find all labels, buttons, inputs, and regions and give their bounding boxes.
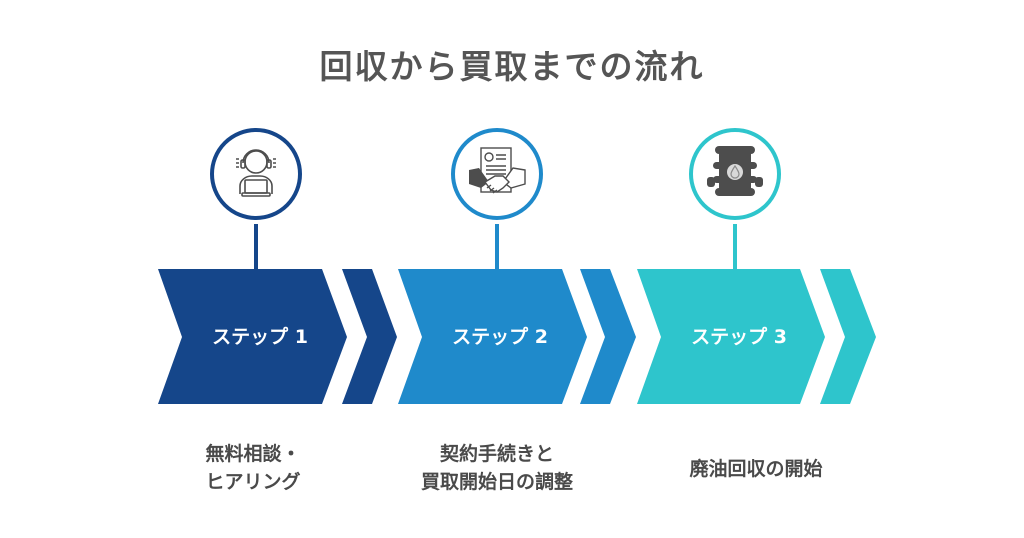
step1-label: ステップ 1 — [212, 326, 308, 348]
step2-desc-line: 契約手続きと — [439, 443, 554, 465]
step3-desc-line: 廃油回収の開始 — [689, 458, 823, 480]
step2-small-chevron — [580, 269, 636, 404]
step2-chevron — [398, 269, 587, 404]
step1-desc-line: ヒアリング — [205, 471, 301, 493]
handshake-contract-icon — [469, 147, 526, 194]
step3-icon-circle — [689, 128, 781, 220]
step1-desc-line: 無料相談・ — [205, 443, 301, 465]
step2-icon-circle — [451, 128, 543, 220]
step2-description: 契約手続きと 買取開始日の調整 — [377, 440, 617, 496]
step1-description: 無料相談・ ヒアリング — [133, 440, 373, 496]
headset-operator-icon — [236, 149, 276, 197]
step3-small-chevron — [820, 269, 876, 404]
page-title: 回収から買取までの流れ — [319, 47, 705, 86]
step1-chevron — [158, 269, 347, 404]
step2-desc-line: 買取開始日の調整 — [420, 471, 573, 493]
step2-label: ステップ 2 — [452, 326, 548, 348]
step3-label: ステップ 3 — [691, 326, 787, 348]
step1-small-chevron — [342, 269, 397, 404]
step1-icon-circle — [210, 128, 302, 220]
step3-chevron — [637, 269, 825, 404]
oil-drum-icon — [707, 146, 763, 196]
step3-description: 廃油回収の開始 — [636, 455, 876, 483]
